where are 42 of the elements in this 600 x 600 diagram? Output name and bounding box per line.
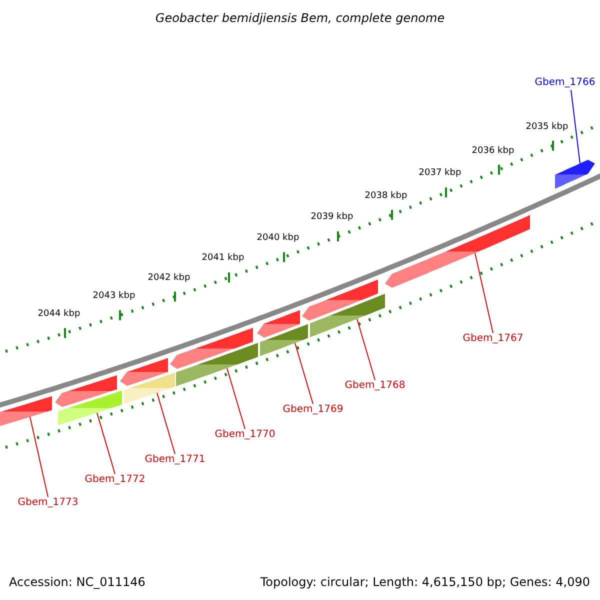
tick-label: 2043 kbp xyxy=(92,291,136,302)
gene-label: Gbem_1766 xyxy=(534,77,596,89)
tick-label: 2040 kbp xyxy=(256,233,300,244)
gene-label: Gbem_1773 xyxy=(18,497,78,509)
leader-line xyxy=(356,318,376,380)
gene-bar xyxy=(310,294,385,338)
gene-label: Gbem_1770 xyxy=(214,429,276,441)
gene-feature xyxy=(302,280,378,321)
title: Geobacter bemidjiensis Bem, complete genome xyxy=(155,11,445,25)
leader-line xyxy=(96,412,116,474)
tick-label: 2042 kbp xyxy=(148,272,190,284)
tick-label: 2039 kbp xyxy=(310,212,354,224)
tick-label: 2044 kbp xyxy=(38,309,80,320)
gene-label: Gbem_1767 xyxy=(462,333,524,345)
footer-text: Topology: circular; Length: 4,615,150 bp; Genes: 4,090 xyxy=(260,575,590,589)
leader-line xyxy=(30,416,48,498)
gene-bar xyxy=(176,342,258,386)
tick-label: 2037 kbp xyxy=(418,168,462,180)
gene-bar xyxy=(58,390,122,426)
gene-feature xyxy=(55,375,117,407)
gene-label: Gbem_1771 xyxy=(144,454,206,466)
gene-bar xyxy=(124,372,175,404)
gene-bar xyxy=(260,324,308,356)
gene-feature xyxy=(257,310,300,338)
gene-label: Gbem_1768 xyxy=(344,380,406,392)
leader-line xyxy=(156,392,176,454)
leader-line xyxy=(474,252,494,334)
gene-feature xyxy=(120,358,168,386)
leader-line xyxy=(226,368,246,430)
gene-label: Gbem_1772 xyxy=(84,474,146,486)
tick-label: 2041 kbp xyxy=(202,253,244,264)
tick-label: 2035 kbp xyxy=(526,122,568,133)
tick-label: 2036 kbp xyxy=(472,146,514,157)
gene-feature xyxy=(0,396,52,427)
leader-line xyxy=(294,342,314,404)
gene-feature xyxy=(385,215,530,288)
footer-text: Accession: NC_011146 xyxy=(9,575,146,589)
tick-label: 2038 kbp xyxy=(364,190,408,202)
gene-feature xyxy=(170,328,253,369)
leader-line xyxy=(570,90,580,164)
gene-label: Gbem_1769 xyxy=(282,404,344,416)
gene-feature xyxy=(555,160,595,189)
